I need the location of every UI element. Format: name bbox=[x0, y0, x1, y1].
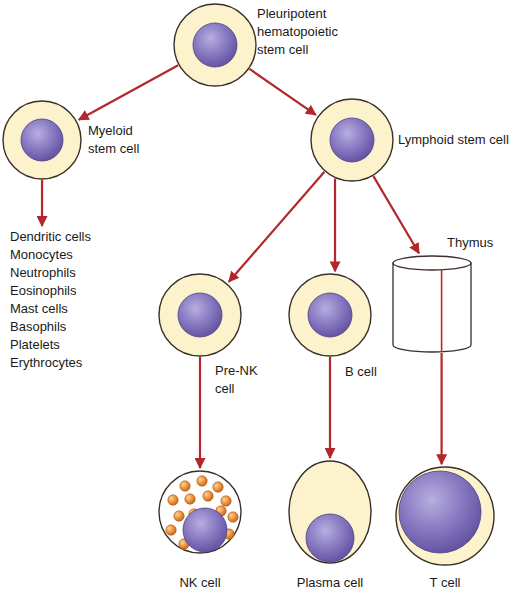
thymus-top bbox=[393, 256, 471, 270]
cell-outline bbox=[395, 466, 495, 566]
cell-outline bbox=[310, 98, 394, 182]
cell-type-label: Platelets bbox=[10, 336, 130, 354]
cytoplasm bbox=[396, 467, 494, 565]
cell-outline bbox=[158, 470, 242, 554]
b-cell: B cell bbox=[288, 273, 372, 357]
cell-label: Pleuripotent hematopoietic stem cell bbox=[257, 5, 352, 59]
cell-label: Pre-NK cell bbox=[215, 362, 267, 398]
cytoplasm bbox=[159, 471, 241, 553]
cell-label: Myeloid stem cell bbox=[88, 122, 150, 158]
arrow-connector bbox=[79, 65, 178, 120]
t-cell: T cell bbox=[395, 466, 495, 566]
nucleus bbox=[178, 293, 222, 337]
arrow-connector bbox=[334, 178, 336, 271]
cell-outline bbox=[288, 273, 372, 357]
cell-label: NK cell bbox=[148, 574, 252, 592]
cell-type-label: Basophils bbox=[10, 318, 130, 336]
nucleus bbox=[399, 471, 481, 553]
granule bbox=[166, 525, 176, 535]
arrow-connector bbox=[41, 180, 43, 226]
nucleus bbox=[193, 23, 237, 67]
plasma-cell: Plasma cell bbox=[288, 460, 372, 564]
granule bbox=[174, 511, 184, 521]
cytoplasm bbox=[289, 461, 371, 563]
cell-outline bbox=[158, 273, 242, 357]
cell-type-label: Eosinophils bbox=[10, 282, 130, 300]
granule bbox=[228, 512, 238, 522]
arrow-connector bbox=[250, 69, 316, 115]
cell-type-label: Dendritic cells bbox=[10, 228, 130, 246]
cell-type-label: Neutrophils bbox=[10, 264, 130, 282]
arrow-connector bbox=[329, 357, 331, 458]
cell-type-list: Dendritic cellsMonocytesNeutrophilsEosin… bbox=[10, 228, 130, 378]
nucleus bbox=[21, 119, 63, 161]
granule bbox=[180, 481, 190, 491]
granule bbox=[203, 491, 213, 501]
cell-outline bbox=[288, 460, 372, 564]
nk-cell: NK cell bbox=[158, 470, 242, 554]
cell-type-label: Erythrocytes bbox=[10, 354, 130, 372]
cytoplasm bbox=[159, 274, 241, 356]
granule bbox=[213, 482, 223, 492]
connector-group bbox=[42, 65, 442, 468]
cell-outline bbox=[173, 3, 257, 87]
thymus-body bbox=[393, 263, 471, 352]
lymphoid-stem-cell: Lymphoid stem cell bbox=[310, 98, 394, 182]
nucleus bbox=[308, 293, 352, 337]
arrow-connector bbox=[199, 357, 201, 468]
cell-label: T cell bbox=[395, 574, 495, 592]
cytoplasm bbox=[3, 101, 81, 179]
cytoplasm bbox=[311, 99, 393, 181]
granule bbox=[197, 476, 207, 486]
cytoplasm bbox=[174, 4, 256, 86]
thymus-organ: Thymus bbox=[392, 255, 472, 353]
thymus-outline bbox=[392, 255, 472, 353]
granule bbox=[185, 494, 195, 504]
cell-outline bbox=[2, 100, 82, 180]
nucleus bbox=[330, 118, 374, 162]
cell-type-label: Mast cells bbox=[10, 300, 130, 318]
pre-nk-cell: Pre-NK cell bbox=[158, 273, 242, 357]
cell-type-label: Monocytes bbox=[10, 246, 130, 264]
granule bbox=[221, 496, 231, 506]
stem-cell: Pleuripotent hematopoietic stem cell bbox=[173, 3, 257, 87]
cell-label: Plasma cell bbox=[278, 574, 382, 592]
myeloid-stem-cell: Myeloid stem cell bbox=[2, 100, 82, 180]
organ-label: Thymus bbox=[447, 234, 507, 252]
cell-label: Lymphoid stem cell bbox=[398, 131, 518, 149]
cell-label: B cell bbox=[345, 363, 405, 381]
arrow-connector bbox=[229, 172, 325, 282]
arrow-connector bbox=[441, 353, 443, 464]
nucleus bbox=[183, 508, 227, 552]
cytoplasm bbox=[289, 274, 371, 356]
granule bbox=[168, 495, 178, 505]
nucleus bbox=[306, 514, 354, 562]
arrow-connector bbox=[373, 176, 419, 253]
